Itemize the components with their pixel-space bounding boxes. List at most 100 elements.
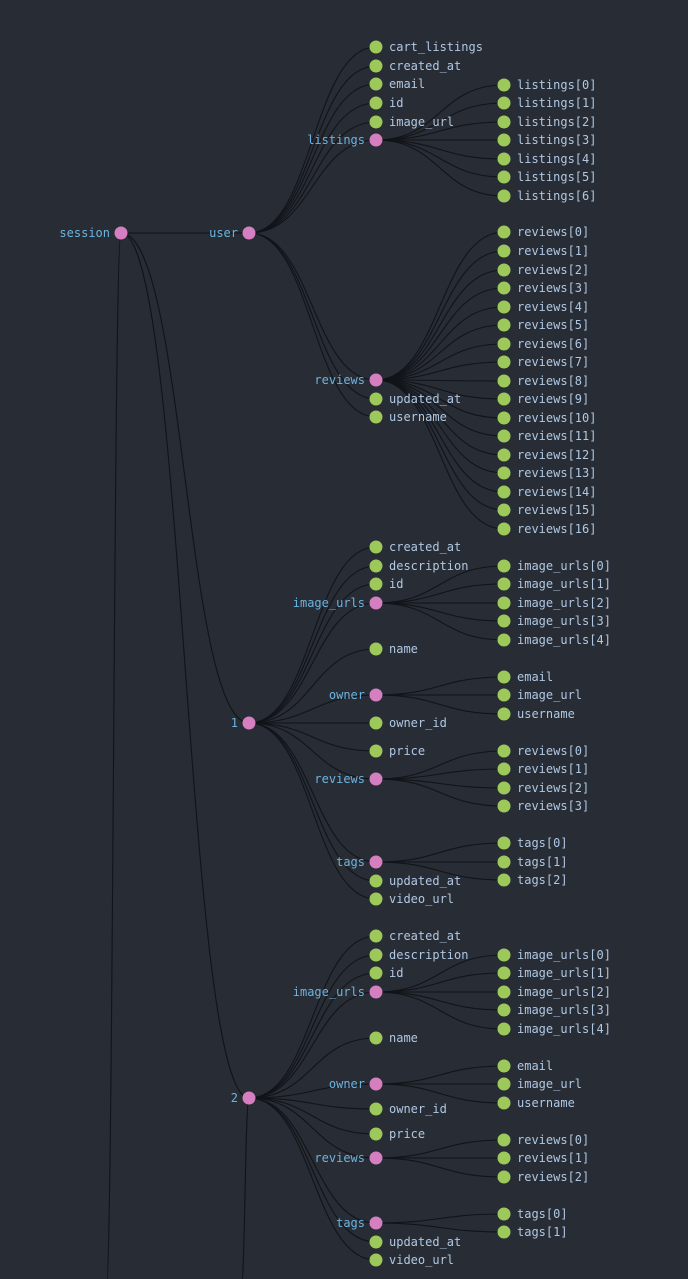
session-2-owner-username-node-marker[interactable] xyxy=(497,1096,511,1110)
session-1-description-node-marker[interactable] xyxy=(369,559,383,573)
session-user-reviews-reviews-13-node-marker[interactable] xyxy=(497,466,511,480)
session-user-reviews-reviews-5-node-marker[interactable] xyxy=(497,318,511,332)
session-1-owner-id-node[interactable]: owner_id xyxy=(369,716,447,730)
session-node[interactable]: session xyxy=(59,226,128,240)
session-1-reviews-reviews-2-node[interactable]: reviews[2] xyxy=(497,781,590,795)
session-1-node-marker[interactable] xyxy=(242,716,256,730)
session-1-image-urls-image-urls-0-node[interactable]: image_urls[0] xyxy=(497,559,611,573)
session-2-description-node-marker[interactable] xyxy=(369,948,383,962)
session-2-node[interactable]: 2 xyxy=(231,1091,256,1105)
session-1-video-url-node-marker[interactable] xyxy=(369,892,383,906)
session-2-image-urls-image-urls-3-node-marker[interactable] xyxy=(497,1003,511,1017)
session-user-updated-at-node[interactable]: updated_at xyxy=(369,392,462,406)
session-1-id-node[interactable]: id xyxy=(369,577,404,591)
session-1-owner-username-node[interactable]: username xyxy=(497,707,575,721)
session-user-reviews-reviews-16-node-marker[interactable] xyxy=(497,522,511,536)
session-2-image-urls-node-marker[interactable] xyxy=(369,985,383,999)
session-2-owner-image-url-node-marker[interactable] xyxy=(497,1077,511,1091)
session-2-image-urls-image-urls-2-node-marker[interactable] xyxy=(497,985,511,999)
session-1-owner-node-marker[interactable] xyxy=(369,688,383,702)
session-user-listings-listings-0-node[interactable]: listings[0] xyxy=(497,78,597,92)
session-1-reviews-reviews-3-node[interactable]: reviews[3] xyxy=(497,799,590,813)
session-1-reviews-reviews-0-node-marker[interactable] xyxy=(497,744,511,758)
session-user-cart-listings-node-marker[interactable] xyxy=(369,40,383,54)
session-2-image-urls-image-urls-1-node-marker[interactable] xyxy=(497,966,511,980)
session-2-image-urls-image-urls-2-node[interactable]: image_urls[2] xyxy=(497,985,611,999)
session-user-username-node[interactable]: username xyxy=(369,410,447,424)
session-1-node[interactable]: 1 xyxy=(231,716,256,730)
session-user-listings-listings-1-node-marker[interactable] xyxy=(497,96,511,110)
session-2-price-node[interactable]: price xyxy=(369,1127,426,1141)
session-1-name-node-marker[interactable] xyxy=(369,642,383,656)
session-2-price-node-marker[interactable] xyxy=(369,1127,383,1141)
session-1-image-urls-image-urls-2-node-marker[interactable] xyxy=(497,596,511,610)
session-user-listings-node[interactable]: listings xyxy=(307,133,383,147)
session-user-reviews-reviews-11-node-marker[interactable] xyxy=(497,429,511,443)
session-user-reviews-reviews-1-node-marker[interactable] xyxy=(497,244,511,258)
session-1-image-urls-image-urls-3-node-marker[interactable] xyxy=(497,614,511,628)
session-1-image-urls-image-urls-4-node-marker[interactable] xyxy=(497,633,511,647)
session-2-tags-tags-0-node-marker[interactable] xyxy=(497,1207,511,1221)
session-1-reviews-reviews-1-node[interactable]: reviews[1] xyxy=(497,762,590,776)
session-user-reviews-node[interactable]: reviews xyxy=(314,373,383,387)
session-2-reviews-reviews-1-node-marker[interactable] xyxy=(497,1151,511,1165)
session-node-marker[interactable] xyxy=(114,226,128,240)
session-2-id-node-marker[interactable] xyxy=(369,966,383,980)
session-2-owner-username-node[interactable]: username xyxy=(497,1096,575,1110)
session-user-reviews-reviews-6-node[interactable]: reviews[6] xyxy=(497,337,590,351)
session-1-price-node[interactable]: price xyxy=(369,744,426,758)
session-user-reviews-reviews-10-node-marker[interactable] xyxy=(497,411,511,425)
session-2-image-urls-image-urls-4-node-marker[interactable] xyxy=(497,1022,511,1036)
session-2-tags-tags-0-node[interactable]: tags[0] xyxy=(497,1207,568,1221)
session-user-reviews-reviews-5-node[interactable]: reviews[5] xyxy=(497,318,590,332)
session-user-reviews-reviews-14-node[interactable]: reviews[14] xyxy=(497,485,597,499)
session-1-tags-tags-2-node[interactable]: tags[2] xyxy=(497,873,568,887)
session-2-image-urls-image-urls-4-node[interactable]: image_urls[4] xyxy=(497,1022,611,1036)
session-user-reviews-reviews-1-node[interactable]: reviews[1] xyxy=(497,244,590,258)
session-1-tags-tags-2-node-marker[interactable] xyxy=(497,873,511,887)
session-1-owner-username-node-marker[interactable] xyxy=(497,707,511,721)
session-2-tags-tags-1-node-marker[interactable] xyxy=(497,1225,511,1239)
session-1-reviews-reviews-0-node[interactable]: reviews[0] xyxy=(497,744,590,758)
session-user-username-node-marker[interactable] xyxy=(369,410,383,424)
session-1-image-urls-image-urls-0-node-marker[interactable] xyxy=(497,559,511,573)
session-1-created-at-node-marker[interactable] xyxy=(369,540,383,554)
session-2-reviews-node-marker[interactable] xyxy=(369,1151,383,1165)
session-user-email-node[interactable]: email xyxy=(369,77,426,91)
session-1-image-urls-image-urls-3-node[interactable]: image_urls[3] xyxy=(497,614,611,628)
session-user-node-marker[interactable] xyxy=(242,226,256,240)
session-user-updated-at-node-marker[interactable] xyxy=(369,392,383,406)
session-user-reviews-reviews-9-node-marker[interactable] xyxy=(497,392,511,406)
session-user-node[interactable]: user xyxy=(209,226,256,240)
session-1-owner-id-node-marker[interactable] xyxy=(369,716,383,730)
session-1-id-node-marker[interactable] xyxy=(369,577,383,591)
session-2-created-at-node-marker[interactable] xyxy=(369,929,383,943)
session-1-tags-node[interactable]: tags xyxy=(336,855,383,869)
session-user-listings-listings-5-node[interactable]: listings[5] xyxy=(497,170,597,184)
session-user-cart-listings-node[interactable]: cart_listings xyxy=(369,40,483,54)
session-2-owner-id-node-marker[interactable] xyxy=(369,1102,383,1116)
session-user-reviews-reviews-14-node-marker[interactable] xyxy=(497,485,511,499)
session-1-image-urls-image-urls-1-node-marker[interactable] xyxy=(497,577,511,591)
session-user-reviews-reviews-3-node[interactable]: reviews[3] xyxy=(497,281,590,295)
session-user-reviews-reviews-9-node[interactable]: reviews[9] xyxy=(497,392,590,406)
session-2-owner-node[interactable]: owner xyxy=(329,1077,383,1091)
session-2-owner-node-marker[interactable] xyxy=(369,1077,383,1091)
session-user-reviews-reviews-8-node[interactable]: reviews[8] xyxy=(497,374,590,388)
session-user-reviews-reviews-0-node[interactable]: reviews[0] xyxy=(497,225,590,239)
session-2-updated-at-node[interactable]: updated_at xyxy=(369,1235,462,1249)
session-user-reviews-reviews-7-node[interactable]: reviews[7] xyxy=(497,355,590,369)
session-1-tags-tags-0-node-marker[interactable] xyxy=(497,836,511,850)
session-user-reviews-reviews-3-node-marker[interactable] xyxy=(497,281,511,295)
session-2-video-url-node-marker[interactable] xyxy=(369,1253,383,1267)
session-2-id-node[interactable]: id xyxy=(369,966,404,980)
session-user-listings-node-marker[interactable] xyxy=(369,133,383,147)
session-1-image-urls-image-urls-2-node[interactable]: image_urls[2] xyxy=(497,596,611,610)
session-1-reviews-reviews-3-node-marker[interactable] xyxy=(497,799,511,813)
session-2-updated-at-node-marker[interactable] xyxy=(369,1235,383,1249)
session-2-created-at-node[interactable]: created_at xyxy=(369,929,462,943)
session-user-listings-listings-6-node[interactable]: listings[6] xyxy=(497,189,597,203)
session-user-listings-listings-5-node-marker[interactable] xyxy=(497,170,511,184)
session-2-image-urls-image-urls-3-node[interactable]: image_urls[3] xyxy=(497,1003,611,1017)
session-2-reviews-reviews-0-node[interactable]: reviews[0] xyxy=(497,1133,590,1147)
